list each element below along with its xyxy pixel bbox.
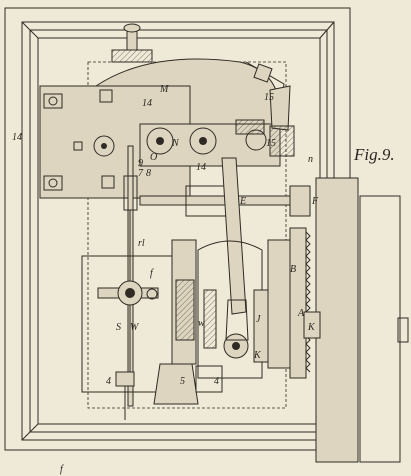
connecting-rod xyxy=(221,157,249,359)
top-knob xyxy=(111,23,153,63)
label-b: B xyxy=(290,264,296,275)
label-e: E xyxy=(239,196,246,207)
label-4-right: 4 xyxy=(214,376,219,387)
label-n: N xyxy=(171,138,180,149)
right-side-panel xyxy=(303,177,409,463)
bottom-screw-assembly xyxy=(115,363,223,420)
gear-block-n xyxy=(139,119,281,167)
label-14-top: 14 xyxy=(196,162,206,173)
label-8: 8 xyxy=(146,168,151,179)
label-4-left: 4 xyxy=(106,376,111,387)
label-j: J xyxy=(256,314,261,325)
label-5: 5 xyxy=(180,376,185,387)
crank-s xyxy=(97,280,159,306)
label-s: S xyxy=(116,322,121,333)
top-right-fittings xyxy=(253,63,295,157)
label-14-left: 14 xyxy=(12,132,22,143)
label-rl: rl xyxy=(138,238,145,249)
bottom-mark: f xyxy=(60,464,64,475)
part-labels: M N O 14 14 14 15 15 9 8 7 n E F rl f S … xyxy=(12,84,319,387)
label-a: A xyxy=(297,308,305,319)
label-n-small: n xyxy=(308,154,313,165)
label-7: 7 xyxy=(138,168,144,179)
label-14-mid: 14 xyxy=(142,98,152,109)
label-k-right: K xyxy=(307,322,316,333)
figure-caption: Fig.9. xyxy=(353,145,395,164)
label-f-mid: f xyxy=(150,268,154,279)
label-m: M xyxy=(159,84,169,95)
label-15-right: 15 xyxy=(266,138,276,149)
label-w-big: W xyxy=(130,322,140,333)
label-o: O xyxy=(150,152,157,163)
label-k-lower: K xyxy=(253,350,262,361)
inner-dashed-outline xyxy=(87,61,287,409)
label-15-top: 15 xyxy=(264,92,274,103)
label-f: F xyxy=(311,196,319,207)
ratchet-wheel xyxy=(289,227,311,379)
label-w-small: w xyxy=(198,318,205,329)
label-9: 9 xyxy=(138,158,143,169)
